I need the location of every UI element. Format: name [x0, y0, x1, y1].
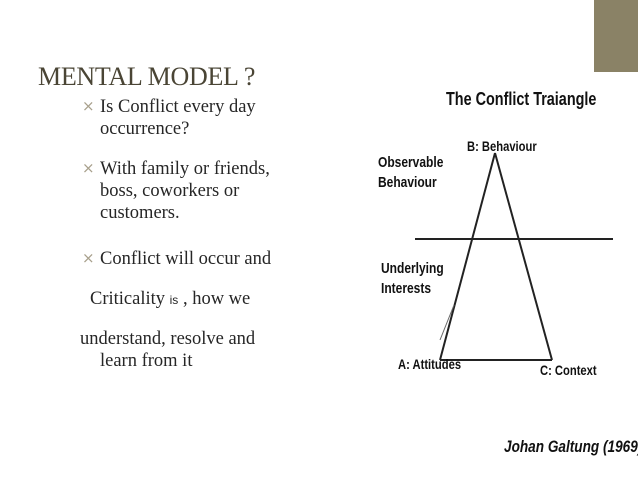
- underlying-interests-label: Underlying Interests: [381, 259, 444, 299]
- vertex-b-label: B: Behaviour: [467, 138, 537, 154]
- bullet-text-line: customers.: [100, 203, 180, 223]
- triangle-right-edge: [494, 152, 553, 361]
- observable-line-2: Behaviour: [378, 174, 437, 191]
- observable-behaviour-label: Observable Behaviour: [378, 153, 443, 193]
- citation-label: Johan Galtung (1969): [504, 437, 638, 456]
- bullet-text-line: Is Conflict every day: [100, 97, 256, 117]
- criticality-line: Criticality is , how we: [90, 288, 250, 311]
- x-bullet-icon: ⨯: [82, 99, 95, 115]
- criticality-text: Criticality: [90, 289, 170, 309]
- corner-accent-block: [594, 0, 638, 72]
- diagram-title: The Conflict Traiangle: [446, 89, 597, 109]
- slide-title: MENTAL MODEL ?: [38, 62, 256, 91]
- triangle-drawing: [415, 152, 613, 361]
- criticality-text-end: , how we: [178, 289, 251, 309]
- bullet-text-line: boss, coworkers or: [100, 181, 240, 201]
- underlying-pointer-line: [439, 304, 455, 341]
- vertex-a-label: A: Attitudes: [398, 356, 462, 372]
- understand-line-1: understand, resolve and: [80, 329, 256, 349]
- bullet-text-line: occurrence?: [100, 119, 190, 139]
- underlying-line-2: Interests: [381, 280, 432, 297]
- underlying-line-1: Underlying: [381, 260, 444, 277]
- vertex-c-label: C: Context: [540, 362, 597, 378]
- understand-paragraph: understand, resolve and learn from it: [80, 328, 350, 372]
- x-bullet-icon: ⨯: [82, 251, 95, 267]
- bullet-text-line: Conflict will occur and: [100, 249, 272, 269]
- triangle-left-edge: [439, 152, 496, 361]
- criticality-small-text: is: [169, 293, 179, 307]
- observable-line-1: Observable: [378, 154, 444, 171]
- bullet-text-line: With family or friends,: [100, 159, 270, 179]
- x-bullet-icon: ⨯: [82, 161, 95, 177]
- understand-line-2: learn from it: [100, 351, 193, 371]
- bullet-item-conflict-everyday: ⨯ Is Conflict every day occurrence?: [80, 96, 256, 140]
- bullet-item-family-friends: ⨯ With family or friends, boss, coworker…: [80, 158, 270, 224]
- bullet-item-conflict-will-occur: ⨯ Conflict will occur and: [80, 248, 271, 270]
- conflict-triangle-diagram: The Conflict Traiangle B: Behaviour Obse…: [370, 80, 638, 479]
